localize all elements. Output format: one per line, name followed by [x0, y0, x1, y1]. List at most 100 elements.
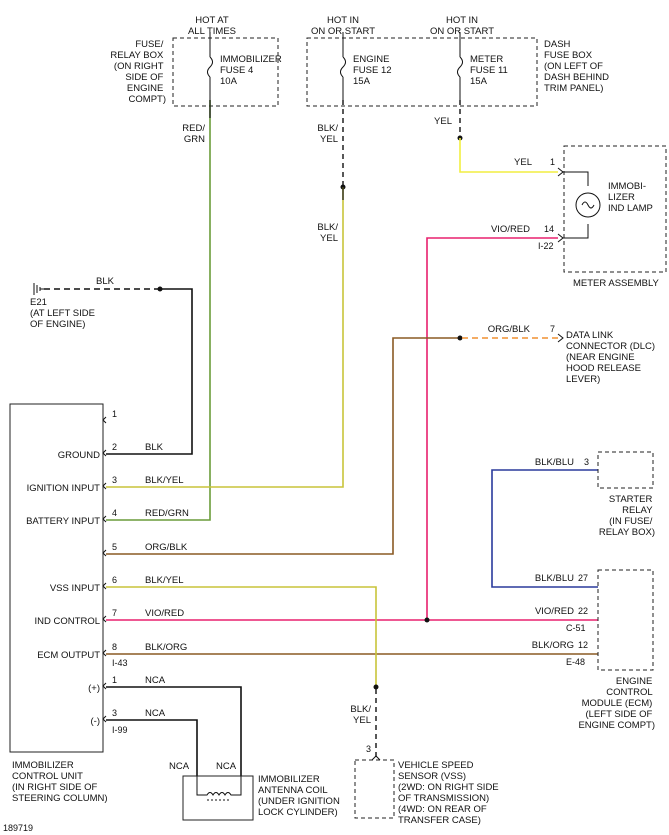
unit-pin-row-7: IND CONTROL 7 VIO/RED: [35, 608, 185, 627]
ind-lamp-label: IMMOBI- LIZER IND LAMP: [608, 181, 653, 214]
unit-pin-row-5: 5 ORG/BLK: [112, 542, 188, 553]
wire-label-red-grn: RED/GRN: [182, 123, 205, 145]
svg-text:VIO/RED: VIO/RED: [145, 608, 184, 619]
meter-assembly-label: METER ASSEMBLY: [573, 278, 660, 289]
antenna-coil-label: IMMOBILIZER ANTENNA COIL (UNDER IGNITION…: [258, 774, 342, 818]
wire-nca-minus: [106, 719, 198, 776]
ind-lamp-icon: [563, 171, 601, 239]
svg-text:IND CONTROL: IND CONTROL: [35, 616, 100, 627]
svg-text:NCA: NCA: [145, 675, 166, 686]
svg-text:BLK: BLK: [145, 442, 164, 453]
ecm-box: [597, 569, 654, 671]
splice-point-dlc: [457, 335, 463, 341]
fuse-4-symbol: [207, 32, 213, 100]
splice-point-vss: [373, 684, 379, 690]
fuse-12-symbol: [340, 32, 346, 100]
dash-fuse-box-label: DASH FUSE BOX (ON LEFT OF DASH BEHIND TR…: [544, 39, 612, 94]
unit-pin-row-3: IGNITION INPUT 3 BLK/YEL: [27, 475, 184, 494]
ecm-pin-27: 27: [578, 573, 588, 583]
svg-text:NCA: NCA: [145, 708, 166, 719]
svg-text:7: 7: [112, 608, 117, 618]
ecm-connector-e48: E-48: [566, 657, 585, 667]
wire-label-blk-yel-b: BLK/YEL: [317, 222, 338, 244]
wire-vio-red: [106, 237, 558, 621]
svg-text:GROUND: GROUND: [58, 450, 100, 461]
fuse-relay-box-label: FUSE/ RELAY BOX (ON RIGHT SIDE OF ENGINE…: [110, 39, 166, 105]
svg-text:(-): (-): [91, 716, 101, 727]
wire-blk-yel-ignition: [106, 187, 344, 488]
svg-text:ORG/BLK: ORG/BLK: [145, 542, 188, 553]
meter-connector-label: I-22: [538, 241, 554, 251]
wire-label-blk-org-ecm: BLK/ORG: [532, 640, 574, 651]
starter-relay-label: STARTER RELAY (IN FUSE/ RELAY BOX): [599, 494, 655, 538]
svg-text:1: 1: [112, 409, 117, 419]
unit-coil-row-plus: (+) 1 NCA: [88, 675, 166, 694]
dlc-connector: [557, 333, 564, 343]
svg-text:RED/GRN: RED/GRN: [145, 508, 189, 519]
splice-point-vio: [424, 617, 430, 623]
ecm-pin-12: 12: [578, 640, 588, 650]
wire-nca-plus: [106, 686, 242, 776]
vss-connector: [371, 755, 381, 761]
wire-yel: [459, 138, 558, 173]
unit-pin-row-8: ECM OUTPUT 8 BLK/ORG: [37, 642, 187, 661]
svg-text:VSS INPUT: VSS INPUT: [50, 583, 100, 594]
wire-org-blk: [106, 337, 460, 555]
vss-label: VEHICLE SPEED SENSOR (VSS) (2WD: ON RIGH…: [398, 760, 501, 826]
immobilizer-control-unit-label: IMMOBILIZER CONTROL UNIT (IN RIGHT SIDE …: [12, 760, 108, 804]
wire-label-org-blk-dlc: ORG/BLK: [488, 324, 531, 335]
svg-text:4: 4: [112, 508, 117, 518]
unit-pin-row-1: 1: [112, 409, 117, 419]
svg-text:6: 6: [112, 575, 117, 585]
ground-symbol-icon: [33, 283, 44, 295]
unit-pin-row-2: GROUND 2 BLK: [58, 442, 164, 461]
unit-pin-row-4: BATTERY INPUT 4 RED/GRN: [26, 508, 189, 527]
diagram-id: 189719: [3, 823, 33, 833]
ecm-pin-22: 22: [578, 606, 588, 616]
unit-coil-row-minus: (-) 3 NCA: [91, 708, 166, 727]
wire-red-grn: [106, 100, 211, 521]
meter-pin-yel: 1: [550, 157, 555, 167]
svg-text:BATTERY INPUT: BATTERY INPUT: [26, 516, 100, 527]
ground-e21-label: E21 (AT LEFT SIDE OF ENGINE): [30, 297, 98, 330]
starter-relay-pin: 3: [584, 457, 589, 467]
immobilizer-control-unit-box: [9, 403, 104, 753]
antenna-coil-icon: [196, 776, 242, 801]
wire-label-blk-yel-a: BLK/YEL: [317, 123, 338, 145]
dlc-pin: 7: [550, 324, 555, 334]
meter-assembly-box: [563, 145, 667, 273]
svg-text:1: 1: [112, 675, 117, 685]
wire-label-blk-yel-c: BLK/YEL: [350, 704, 371, 726]
svg-text:5: 5: [112, 542, 117, 552]
wire-blk-yel-vss: [106, 586, 377, 687]
ecm-connector-c51: C-51: [566, 623, 586, 633]
ecm-label: ENGINE CONTROL MODULE (ECM) (LEFT SIDE O…: [578, 676, 655, 731]
svg-text:8: 8: [112, 642, 117, 652]
wire-label-yel-fuse: YEL: [434, 116, 452, 127]
meter-connector-14: [557, 233, 564, 243]
meter-connector-1: [557, 167, 564, 177]
dash-fuse-box-outline: [306, 37, 538, 107]
unit-pin-stubs: [102, 416, 107, 723]
vss-box: [354, 759, 395, 819]
svg-text:ECM OUTPUT: ECM OUTPUT: [37, 650, 100, 661]
wire-blk-ground: [106, 288, 193, 455]
wire-label-vio-red-meter: VIO/RED: [491, 224, 530, 235]
wire-blk-blu: [491, 469, 598, 588]
svg-text:2: 2: [112, 442, 117, 452]
antenna-nca-left: NCA: [169, 761, 190, 772]
dlc-label: DATA LINK CONNECTOR (DLC) (NEAR ENGINE H…: [566, 330, 658, 385]
unit-connector-i99: I-99: [112, 725, 128, 735]
unit-connector-i43: I-43: [112, 658, 128, 668]
vss-pin: 3: [366, 744, 371, 754]
svg-text:3: 3: [112, 475, 117, 485]
svg-text:3: 3: [112, 708, 117, 718]
fuse-relay-box-outline: [172, 37, 279, 107]
svg-text:(+): (+): [88, 683, 100, 694]
